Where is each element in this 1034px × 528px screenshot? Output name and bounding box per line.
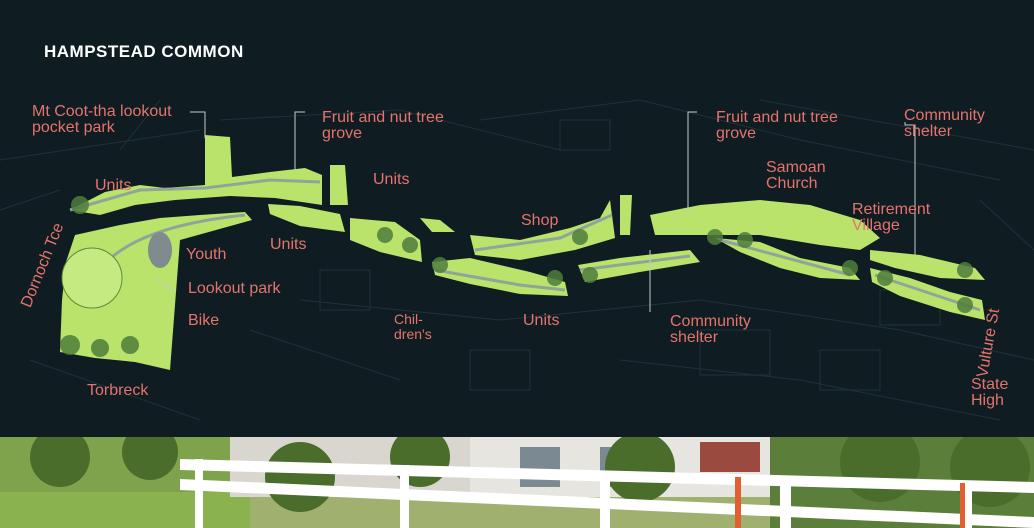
label-childrens: Chil- dren's bbox=[394, 311, 432, 342]
units-strip-a bbox=[268, 204, 345, 232]
label-fruit-nut-grove-2: Fruit and nut tree grove bbox=[716, 109, 838, 142]
label-samoan-church: Samoan Church bbox=[766, 159, 826, 192]
small-strip-b bbox=[620, 195, 632, 235]
label-mt-coot-tha: Mt Coot-tha lookout pocket park bbox=[32, 103, 172, 136]
label-units-top-middle: Units bbox=[373, 171, 410, 188]
label-fruit-nut-grove-1: Fruit and nut tree grove bbox=[322, 109, 444, 142]
label-units-top-left: Units bbox=[95, 177, 132, 194]
map-title: HAMPSTEAD COMMON bbox=[44, 42, 244, 61]
oval-lawn bbox=[61, 247, 123, 309]
shop-strip bbox=[470, 200, 615, 260]
photo-illustration bbox=[0, 437, 1034, 528]
label-community-shelter-top: Community shelter bbox=[904, 107, 985, 140]
youth-court bbox=[148, 232, 172, 268]
site-plan-map: HAMPSTEAD COMMON Mt Coot-tha lookout poc… bbox=[0, 42, 1034, 421]
lookout-park bbox=[60, 212, 252, 370]
label-state-high: State High bbox=[971, 376, 1009, 409]
label-retirement-village: Retirement Village bbox=[852, 201, 931, 234]
label-leaders bbox=[154, 111, 916, 312]
label-units-bottom-middle: Units bbox=[523, 312, 560, 329]
small-strip-a bbox=[420, 218, 455, 232]
tree-markers bbox=[60, 196, 973, 357]
label-torbreck: Torbreck bbox=[87, 382, 149, 399]
site-photo bbox=[0, 437, 1034, 528]
units-strip-b bbox=[330, 165, 348, 205]
retirement-strip bbox=[870, 250, 985, 280]
label-community-shelter-bottom: Community shelter bbox=[670, 313, 751, 346]
label-shop: Shop bbox=[521, 212, 559, 229]
label-youth: Youth bbox=[186, 246, 227, 263]
map-drawing bbox=[0, 99, 1034, 421]
label-bike: Bike bbox=[188, 312, 220, 329]
label-lookout-park: Lookout park bbox=[188, 280, 281, 297]
label-units-mid-left: Units bbox=[270, 236, 307, 253]
pocket-park-strip bbox=[70, 135, 322, 215]
grove-strip-2 bbox=[650, 200, 880, 250]
